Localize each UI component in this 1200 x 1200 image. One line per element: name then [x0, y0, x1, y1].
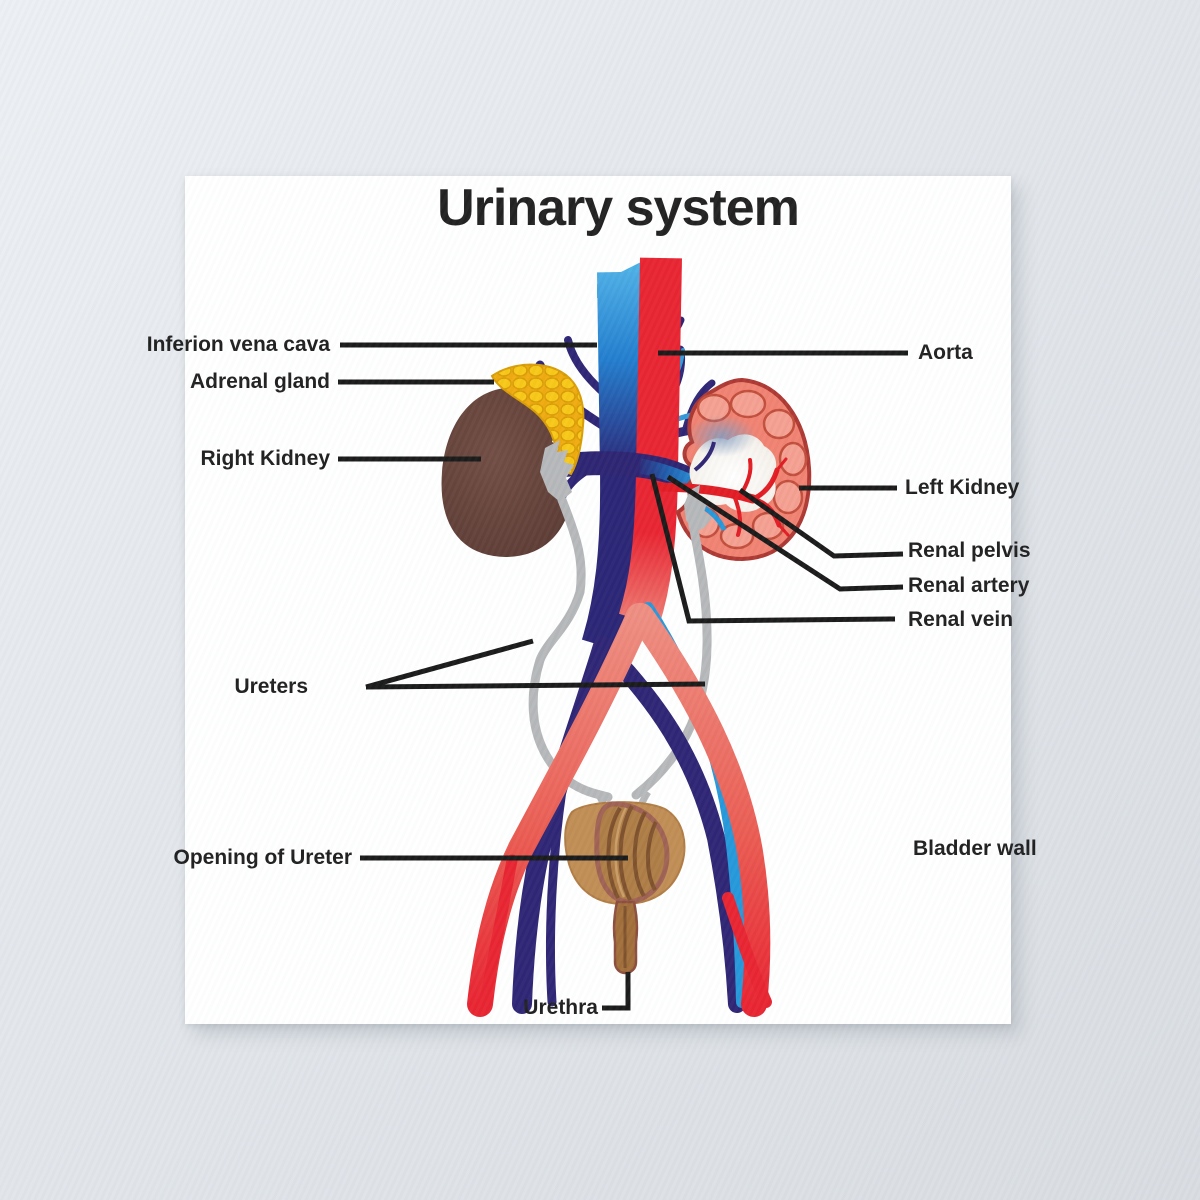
label-left-kidney: Left Kidney [905, 476, 1020, 499]
label-urethra: Urethra [523, 996, 598, 1019]
label-bladder-wall: Bladder wall [913, 837, 1037, 860]
label-renal-artery: Renal artery [908, 574, 1030, 597]
label-right-kidney: Right Kidney [200, 447, 331, 470]
label-ureters: Ureters [234, 675, 308, 698]
label-adrenal-gland: Adrenal gland [189, 370, 330, 393]
label-renal-pelvis: Renal pelvis [908, 539, 1031, 562]
label-renal-vein: Renal vein [908, 608, 1014, 631]
label-opening-of-ureter: Opening of Ureter [173, 846, 352, 869]
label-aorta: Aorta [918, 341, 973, 364]
label-inferior-vena-cava: Inferion vena cava [146, 333, 330, 356]
page-title: Urinary system [437, 179, 800, 237]
poster [185, 176, 1011, 1024]
